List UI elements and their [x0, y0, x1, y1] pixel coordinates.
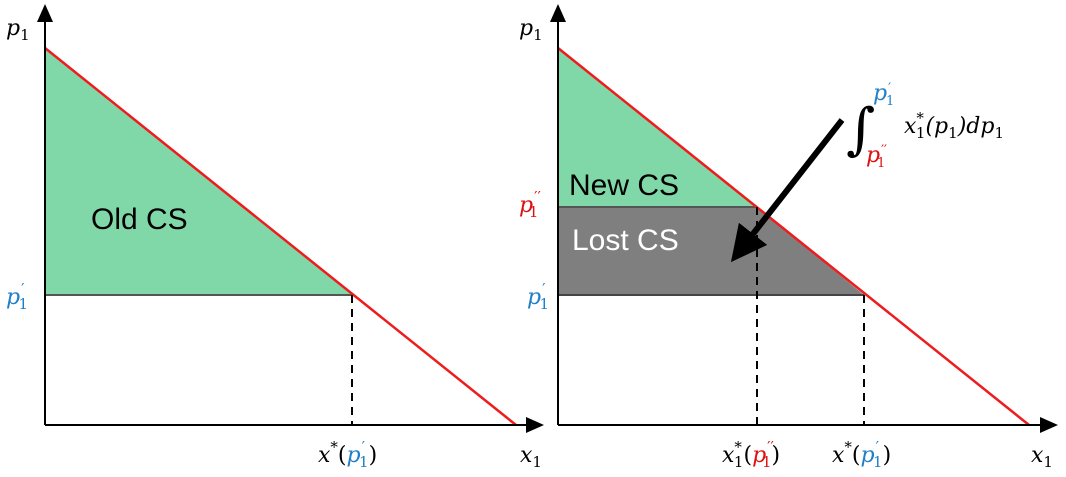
right-y-axis-label: p1 — [519, 16, 543, 44]
right-x-axis-label: x1 — [1031, 443, 1053, 471]
lost-cs-region — [558, 207, 864, 295]
right-new-price-label: p′′1 — [519, 188, 541, 221]
right-old-quantity-label: x*(p′1) — [832, 438, 891, 471]
left-demand-line — [44, 47, 517, 426]
left-y-axis-label: p1 — [6, 16, 30, 44]
left-panel: p1 x1 p′1 Old CS x*(p′1) — [6, 4, 544, 471]
left-price-label: p′1 — [6, 280, 28, 313]
integral-sign: ∫ — [846, 97, 875, 162]
integral-lower-limit: p′′1 — [866, 143, 887, 171]
lost-cs-label: Lost CS — [572, 224, 679, 257]
integral-upper-limit: p′1 — [873, 81, 894, 109]
annotation-arrow — [730, 118, 845, 263]
integral-annotation: ∫ p′1 p′′1 x*1(p1)dp1 — [730, 81, 1004, 263]
right-old-price-label: p′1 — [527, 280, 549, 313]
right-demand-line — [557, 47, 1030, 426]
left-x-axis-label: x1 — [520, 443, 542, 471]
new-cs-label: New CS — [569, 169, 679, 202]
right-new-quantity-label: x*1(p′′1) — [722, 438, 780, 471]
integral-integrand: x*1(p1)dp1 — [904, 109, 1004, 142]
left-quantity-label: x*(p′1) — [318, 438, 377, 471]
old-cs-label: Old CS — [91, 203, 188, 236]
right-panel: p1 x1 p′′1 p′1 New CS Lost CS x*1(p′′1) … — [519, 4, 1058, 471]
